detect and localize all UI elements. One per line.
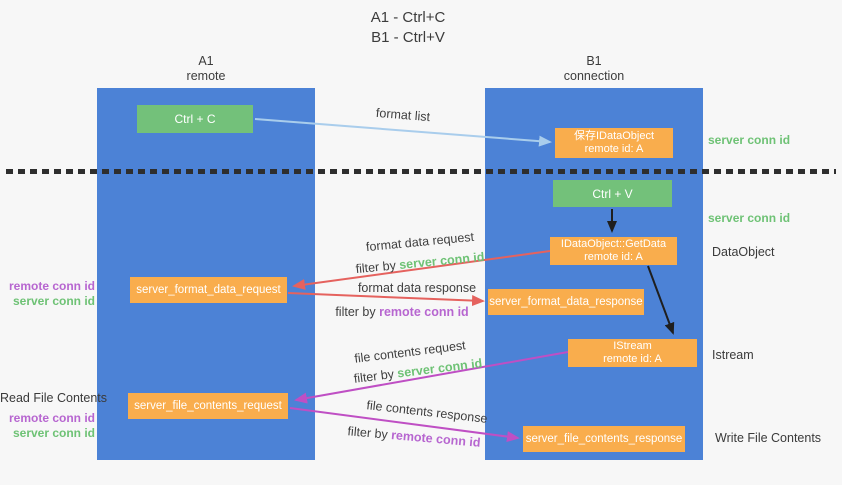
left-remote-conn-id-label-2: remote conn id [8, 411, 95, 425]
lane-b1-name: B1 [586, 54, 602, 68]
format-data-response-filter-label: filter by remote conn id [335, 305, 468, 319]
node-istream-remote-id: remote id: A [603, 353, 662, 365]
filter-by-text: filter by [346, 424, 392, 442]
node-server-format-data-request: server_format_data_request [130, 277, 287, 303]
node-idataobject-getdata-remote-id: remote id: A [584, 251, 643, 263]
write-file-contents-label: Write File Contents [715, 431, 822, 445]
node-idataobject-getdata: IDataObject::GetData remote id: A [550, 237, 677, 265]
title-line-1: A1 - Ctrl+C [370, 9, 446, 26]
filter-by-text: filter by [335, 305, 380, 319]
server-conn-id-keyword: server conn id [396, 356, 483, 381]
node-server-file-contents-request-label: server_file_contents_request [134, 399, 282, 412]
file-contents-response-filter-label: filter by remote conn id [347, 424, 481, 450]
node-server-file-contents-response-label: server_file_contents_response [525, 432, 683, 445]
node-ctrl-v: Ctrl + V [553, 180, 672, 207]
node-istream: IStream remote id: A [568, 339, 697, 367]
node-ctrl-c: Ctrl + C [137, 105, 253, 133]
dataobject-label: DataObject [712, 245, 775, 259]
session-divider-dotted-line [6, 169, 836, 174]
format-data-response-label: format data response [357, 281, 477, 295]
format-data-request-filter-label: filter by server conn id [355, 250, 485, 276]
format-data-request-label: format data request [365, 229, 475, 255]
title-line-2: B1 - Ctrl+V [371, 29, 445, 46]
right-server-conn-id-label-top: server conn id [708, 133, 791, 147]
node-ctrl-v-label: Ctrl + V [592, 186, 633, 201]
node-server-file-contents-request: server_file_contents_request [128, 393, 288, 419]
lane-b1-subtitle: connection [563, 69, 625, 83]
server-conn-id-keyword: server conn id [398, 249, 485, 272]
node-istream-title: IStream [613, 340, 652, 352]
left-remote-conn-id-label-1: remote conn id [8, 279, 95, 293]
istream-label: Istream [712, 348, 754, 362]
diagram-title: A1 - Ctrl+C B1 - Ctrl+V [308, 8, 508, 48]
right-server-conn-id-label-mid: server conn id [708, 211, 791, 225]
node-server-format-data-response-label: server_format_data_response [489, 295, 643, 308]
read-file-contents-label: Read File Contents [0, 391, 108, 405]
lane-a1-subtitle: remote [186, 69, 226, 83]
remote-conn-id-keyword: remote conn id [379, 305, 469, 319]
filter-by-text: filter by [355, 258, 400, 277]
lane-a1-name: A1 [198, 54, 214, 68]
lane-header-a1: A1 remote [97, 54, 315, 84]
node-save-idataobject-title: 保存IDataObject [573, 130, 655, 142]
node-ctrl-c-label: Ctrl + C [174, 112, 216, 126]
node-server-file-contents-response: server_file_contents_response [523, 426, 685, 452]
node-save-idataobject-remote-id: remote id: A [584, 143, 644, 155]
left-server-conn-id-label-1: server conn id [12, 294, 95, 308]
node-idataobject-getdata-title: IDataObject::GetData [560, 238, 667, 250]
remote-conn-id-keyword: remote conn id [390, 428, 482, 450]
lane-header-b1: B1 connection [485, 54, 703, 84]
filter-by-text: filter by [353, 366, 399, 386]
node-save-idataobject: 保存IDataObject remote id: A [555, 128, 673, 158]
file-contents-response-label: file contents response [365, 398, 489, 426]
left-server-conn-id-label-2: server conn id [12, 426, 95, 440]
node-server-format-data-response: server_format_data_response [488, 289, 644, 315]
format-list-label: format list [375, 105, 431, 125]
node-server-format-data-request-label: server_format_data_request [136, 283, 281, 296]
